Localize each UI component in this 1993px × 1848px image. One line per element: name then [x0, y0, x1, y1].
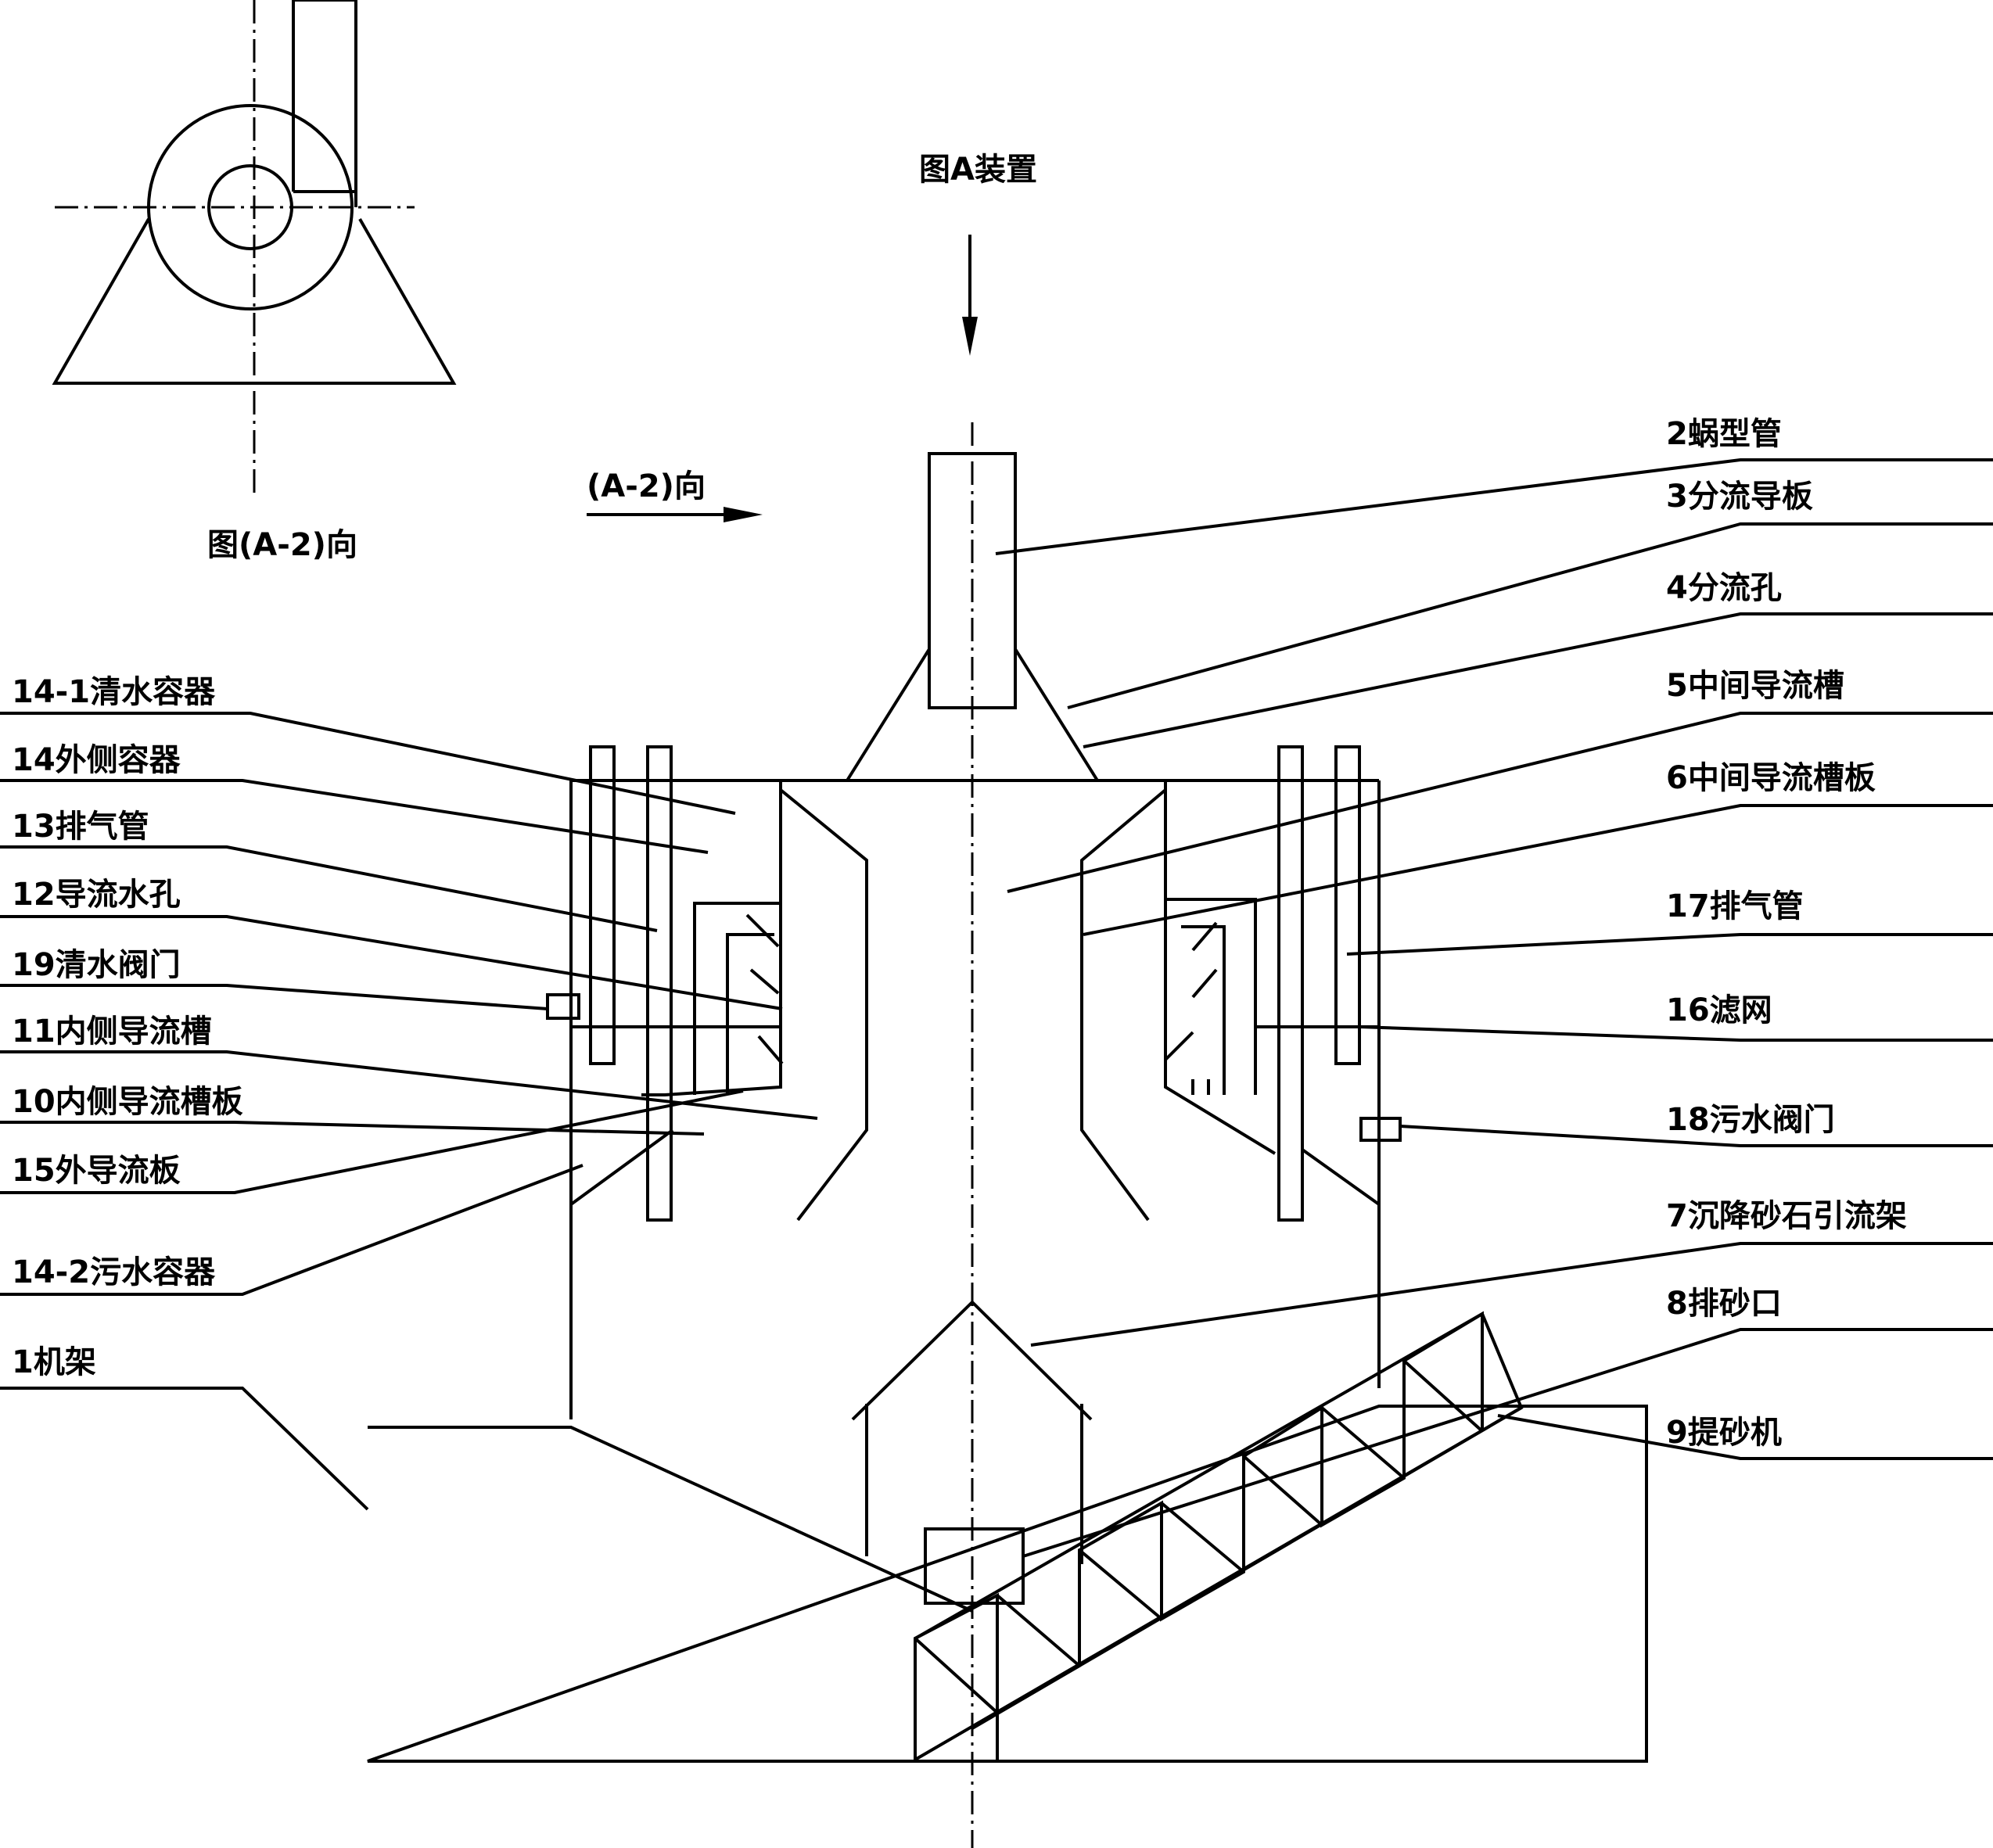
- direction-label: (A-2)向: [587, 468, 706, 504]
- leader-14-2: [0, 1164, 584, 1296]
- label-16: 16滤网: [1666, 992, 1772, 1028]
- leader-16: [1359, 1025, 1993, 1042]
- leader-5: [1007, 712, 1993, 893]
- leader-17: [1346, 933, 1993, 956]
- outer-guide-plate-left: [569, 1129, 674, 1206]
- leader-14-1: [0, 712, 736, 815]
- label-17: 17排气管: [1666, 888, 1804, 924]
- label-3: 3分流导板: [1666, 479, 1813, 515]
- middle-guide-plate-left: [779, 788, 868, 1222]
- inner-guide-channel-left-outer: [693, 902, 781, 1095]
- label-8: 8排砂口: [1666, 1286, 1782, 1322]
- figure-title: 图A装置: [919, 152, 1037, 188]
- inner-guide-plate-left: [641, 780, 782, 1096]
- leader-6: [1083, 804, 1993, 936]
- label-19: 19清水阀门: [12, 947, 181, 983]
- outer-container-walls: [569, 780, 1381, 1419]
- label-12: 12导流水孔: [12, 877, 181, 913]
- leader-7: [1030, 1242, 1993, 1347]
- leader-12: [0, 915, 783, 1010]
- label-5: 5中间导流槽: [1666, 668, 1844, 704]
- leader-8: [1022, 1328, 1993, 1558]
- splitter-guide-plate: [846, 648, 1099, 782]
- leader-9: [1497, 1414, 1993, 1460]
- label-6: 6中间导流槽板: [1666, 760, 1876, 796]
- label-14: 14外侧容器: [12, 742, 181, 778]
- side-view: 图(A-2)向: [52, 0, 457, 563]
- label-14-2: 14-2污水容器: [12, 1254, 216, 1290]
- exhaust-pipe-left-2: [646, 745, 673, 1222]
- label-10: 10内侧导流槽板: [12, 1084, 243, 1120]
- label-13: 13排气管: [12, 809, 149, 845]
- leader-14: [0, 779, 709, 854]
- label-18: 18污水阀门: [1666, 1102, 1835, 1138]
- machine-frame: [367, 1405, 1648, 1763]
- label-4: 4分流孔: [1666, 570, 1782, 606]
- middle-guide-plate-right: [1080, 788, 1167, 1222]
- leader-4: [1083, 612, 1993, 748]
- inner-guide-channel-left-inner: [726, 933, 774, 1095]
- direction-arrow-head: [724, 507, 763, 522]
- label-11: 11内侧导流槽: [12, 1014, 212, 1050]
- sediment-guide-roof: [851, 1300, 1093, 1421]
- volute-pipe: [928, 452, 1017, 709]
- volute-outlet-pipe: [292, 0, 357, 207]
- inner-guide-channel-right-inner: [1181, 925, 1226, 1095]
- exhaust-pipe-right-2: [1334, 745, 1361, 1065]
- guide-water-holes-left: [745, 913, 784, 1065]
- label-7: 7沉降砂石引流架: [1666, 1198, 1907, 1234]
- main-device: [367, 422, 1648, 1848]
- guide-water-holes-right: [1164, 921, 1218, 1061]
- sewage-valve: [1359, 1117, 1402, 1142]
- inner-guide-plate-right: [1164, 780, 1277, 1155]
- inflow-arrow-head: [962, 317, 978, 356]
- leader-3: [1067, 522, 1993, 709]
- clear-water-valve: [546, 993, 580, 1020]
- exhaust-pipe-left-1: [589, 745, 616, 1065]
- leader-13: [0, 845, 658, 932]
- leader-19: [0, 984, 548, 1010]
- exhaust-pipe-right-1: [1277, 745, 1304, 1222]
- sand-lifter-diagonals: [914, 1359, 1484, 1714]
- label-14-1: 14-1清水容器: [12, 674, 216, 710]
- leader-18: [1399, 1125, 1993, 1147]
- side-view-caption: 图(A-2)向: [207, 527, 357, 563]
- leader-1: [0, 1387, 369, 1511]
- leader-2: [995, 458, 1993, 555]
- sand-lifter-truss: [914, 1311, 1484, 1760]
- right-labels: 2蜗型管 3分流导板 4分流孔 5中间导流槽 6中间导流槽板 17排气管 16滤…: [995, 416, 1993, 1558]
- leader-11: [0, 1050, 818, 1120]
- sand-outlet: [924, 1527, 1025, 1605]
- outer-guide-plate-right: [1301, 1148, 1381, 1206]
- label-9: 9提砂机: [1666, 1415, 1782, 1451]
- label-2: 2蜗型管: [1666, 416, 1782, 452]
- left-labels: 14-1清水容器 14外侧容器 13排气管 12导流水孔 19清水阀门 11内侧…: [0, 674, 818, 1511]
- label-15: 15外导流板: [12, 1153, 181, 1189]
- leader-10: [0, 1121, 705, 1136]
- sediment-guide-walls: [865, 1404, 1083, 1564]
- label-1: 1机架: [12, 1344, 96, 1380]
- leader-15: [0, 1089, 744, 1194]
